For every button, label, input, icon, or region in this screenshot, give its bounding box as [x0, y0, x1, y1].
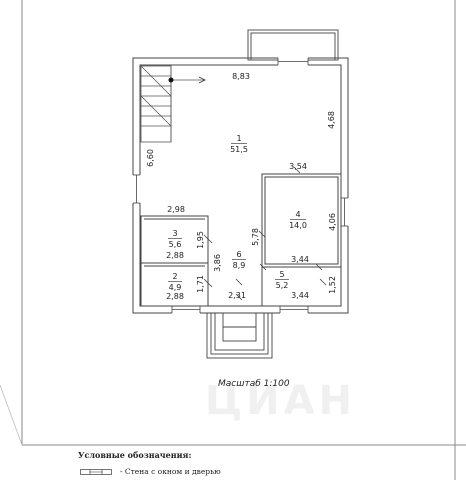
room-6-number: 6	[236, 250, 241, 259]
dim-right-upper: 4,68	[327, 111, 336, 129]
stair-arrow	[198, 76, 206, 84]
windows	[131, 56, 350, 315]
scale-label: Масштаб 1:100	[218, 379, 290, 389]
dim-room6-right: 5,78	[251, 228, 260, 246]
dim-room5-width: 3,44	[291, 291, 309, 300]
dim-room6-width: 2,31	[228, 291, 246, 300]
dim-room4-width: 3,44	[291, 255, 309, 264]
balcony	[247, 29, 339, 61]
room-5-area: 5,2	[276, 281, 289, 290]
stair-start-dot	[168, 77, 174, 83]
room-4-number: 4	[295, 210, 300, 219]
dim-left-height: 6,60	[146, 149, 155, 167]
dim-left-width: 2,98	[167, 205, 185, 214]
dim-mid-width: 3,54	[289, 162, 307, 171]
dim-room3-height: 1,95	[196, 231, 205, 249]
room-2-width: 2,88	[166, 292, 184, 301]
dim-room2-height: 1,71	[196, 275, 205, 293]
room-5-number: 5	[279, 270, 284, 279]
dim-room6-left: 3,86	[213, 254, 222, 272]
dim-top-width: 8,83	[232, 72, 250, 81]
room-1-area: 51,5	[230, 145, 248, 154]
watermark: ЦИАН	[205, 378, 357, 424]
room-3-number: 3	[172, 229, 177, 238]
room-3-width: 2,88	[166, 251, 184, 260]
legend-item-text: - Стена с окном и дверью	[120, 467, 221, 476]
partitions	[140, 173, 342, 307]
frame-diagonal	[0, 384, 23, 446]
dim-room5-height: 1,52	[328, 276, 337, 294]
porch	[206, 312, 273, 359]
dim-room4-height: 4,06	[328, 213, 337, 231]
legend-title: Условные обозначения:	[78, 450, 192, 460]
room-1-number: 1	[236, 134, 241, 143]
room-2-area: 4,9	[169, 283, 182, 292]
legend-wall-symbol	[80, 469, 112, 475]
room-4-area: 14,0	[289, 221, 307, 230]
dimension-ticks	[203, 166, 327, 301]
room-2-number: 2	[172, 272, 177, 281]
room-3-area: 5,6	[169, 240, 182, 249]
room-6-area: 8,9	[233, 261, 246, 270]
legend: Условные обозначения: - Стена с окном и …	[78, 450, 458, 480]
staircase	[140, 65, 205, 143]
legend-item: - Стена с окном и дверью	[78, 465, 378, 479]
